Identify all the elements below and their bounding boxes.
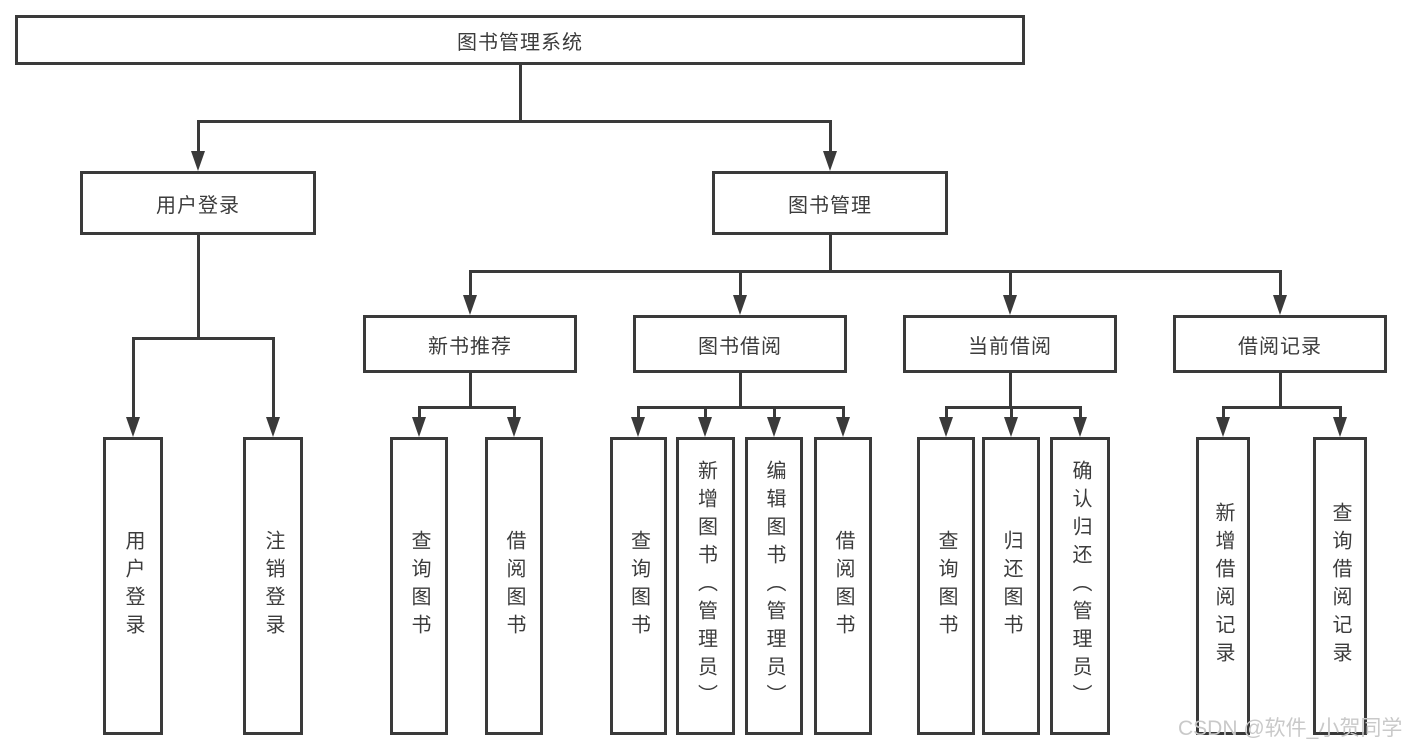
connector-hline xyxy=(197,120,832,123)
leaf-bb-edit-book-admin: 编辑图书（管理员） xyxy=(745,437,803,735)
connector-vline xyxy=(418,406,421,420)
connector-vline xyxy=(132,337,135,419)
node-new-book-recommend-label: 新书推荐 xyxy=(428,335,512,358)
node-current-borrow-label: 当前借阅 xyxy=(968,335,1052,358)
leaf-cb-confirm-return-admin-label: 确认归还（管理员） xyxy=(1069,460,1091,712)
connector-hline xyxy=(945,406,1082,409)
leaf-bb-query-book: 查询图书 xyxy=(610,437,667,735)
leaf-br-query-record: 查询借阅记录 xyxy=(1313,437,1367,735)
node-borrow-records: 借阅记录 xyxy=(1173,315,1387,373)
leaf-br-query-record-label: 查询借阅记录 xyxy=(1329,502,1351,670)
arrowhead-down xyxy=(733,295,747,315)
leaf-nbr-borrow-book: 借阅图书 xyxy=(485,437,543,735)
arrowhead-down xyxy=(126,417,140,437)
connector-vline xyxy=(513,406,516,420)
leaf-br-add-record-label: 新增借阅记录 xyxy=(1212,502,1234,670)
leaf-user-login: 用户登录 xyxy=(103,437,163,735)
leaf-br-add-record: 新增借阅记录 xyxy=(1196,437,1250,735)
node-book-borrow-label: 图书借阅 xyxy=(698,335,782,358)
leaf-bb-add-book-admin: 新增图书（管理员） xyxy=(676,437,735,735)
arrowhead-down xyxy=(631,417,645,437)
connector-hline xyxy=(418,406,516,409)
connector-vline xyxy=(842,406,845,420)
arrowhead-down xyxy=(1073,417,1087,437)
connector-vline xyxy=(1339,406,1342,420)
leaf-cb-return-book: 归还图书 xyxy=(982,437,1040,735)
node-book-borrow: 图书借阅 xyxy=(633,315,847,373)
connector-vline xyxy=(469,373,472,409)
connector-vline xyxy=(1079,406,1082,420)
leaf-bb-borrow-book-label: 借阅图书 xyxy=(832,530,854,642)
csdn-watermark: CSDN @软件_小贺同学 xyxy=(1178,717,1403,740)
connector-vline xyxy=(1279,373,1282,409)
leaf-nbr-borrow-book-label: 借阅图书 xyxy=(503,530,525,642)
leaf-logout-label: 注销登录 xyxy=(262,530,284,642)
node-new-book-recommend: 新书推荐 xyxy=(363,315,577,373)
connector-vline xyxy=(739,270,742,297)
node-user-login-module-label: 用户登录 xyxy=(156,194,240,217)
connector-vline xyxy=(197,120,200,153)
arrowhead-down xyxy=(1333,417,1347,437)
connector-vline xyxy=(1279,270,1282,297)
connector-vline xyxy=(469,270,472,297)
node-current-borrow: 当前借阅 xyxy=(903,315,1117,373)
connector-vline xyxy=(519,65,522,122)
connector-vline xyxy=(1009,373,1012,409)
arrowhead-down xyxy=(463,295,477,315)
node-user-login-module: 用户登录 xyxy=(80,171,316,235)
arrowhead-down xyxy=(1004,417,1018,437)
connector-vline xyxy=(704,406,707,420)
connector-hline xyxy=(1222,406,1342,409)
arrowhead-down xyxy=(1003,295,1017,315)
connector-vline xyxy=(1222,406,1225,420)
arrowhead-down xyxy=(698,417,712,437)
connector-vline xyxy=(1010,406,1013,420)
node-borrow-records-label: 借阅记录 xyxy=(1238,335,1322,358)
connector-vline xyxy=(945,406,948,420)
node-root-label: 图书管理系统 xyxy=(457,31,583,54)
arrowhead-down xyxy=(939,417,953,437)
leaf-cb-confirm-return-admin: 确认归还（管理员） xyxy=(1050,437,1110,735)
leaf-nbr-query-book: 查询图书 xyxy=(390,437,448,735)
arrowhead-down xyxy=(266,417,280,437)
connector-hline xyxy=(132,337,275,340)
node-book-management: 图书管理 xyxy=(712,171,948,235)
arrowhead-down xyxy=(1273,295,1287,315)
connector-vline xyxy=(637,406,640,420)
arrowhead-down xyxy=(1216,417,1230,437)
connector-vline xyxy=(773,406,776,420)
leaf-cb-query-book-label: 查询图书 xyxy=(935,530,957,642)
leaf-user-login-label: 用户登录 xyxy=(122,530,144,642)
arrowhead-down xyxy=(836,417,850,437)
leaf-cb-query-book: 查询图书 xyxy=(917,437,975,735)
leaf-bb-add-book-admin-label: 新增图书（管理员） xyxy=(694,460,717,712)
connector-vline xyxy=(1009,270,1012,297)
connector-hline xyxy=(637,406,844,409)
leaf-bb-borrow-book: 借阅图书 xyxy=(814,437,872,735)
leaf-bb-edit-book-admin-label: 编辑图书（管理员） xyxy=(763,460,785,712)
arrowhead-down xyxy=(767,417,781,437)
connector-vline xyxy=(829,235,832,273)
arrowhead-down xyxy=(823,151,837,171)
connector-vline xyxy=(739,373,742,409)
leaf-bb-query-book-label: 查询图书 xyxy=(627,530,650,642)
connector-vline xyxy=(829,120,832,153)
connector-vline xyxy=(197,235,200,340)
arrowhead-down xyxy=(191,151,205,171)
leaf-logout: 注销登录 xyxy=(243,437,303,735)
arrowhead-down xyxy=(507,417,521,437)
leaf-cb-return-book-label: 归还图书 xyxy=(1000,530,1022,642)
connector-hline xyxy=(469,270,1282,273)
node-book-management-label: 图书管理 xyxy=(788,194,872,217)
connector-vline xyxy=(272,337,275,419)
node-root: 图书管理系统 xyxy=(15,15,1025,65)
arrowhead-down xyxy=(412,417,426,437)
leaf-nbr-query-book-label: 查询图书 xyxy=(408,530,430,642)
